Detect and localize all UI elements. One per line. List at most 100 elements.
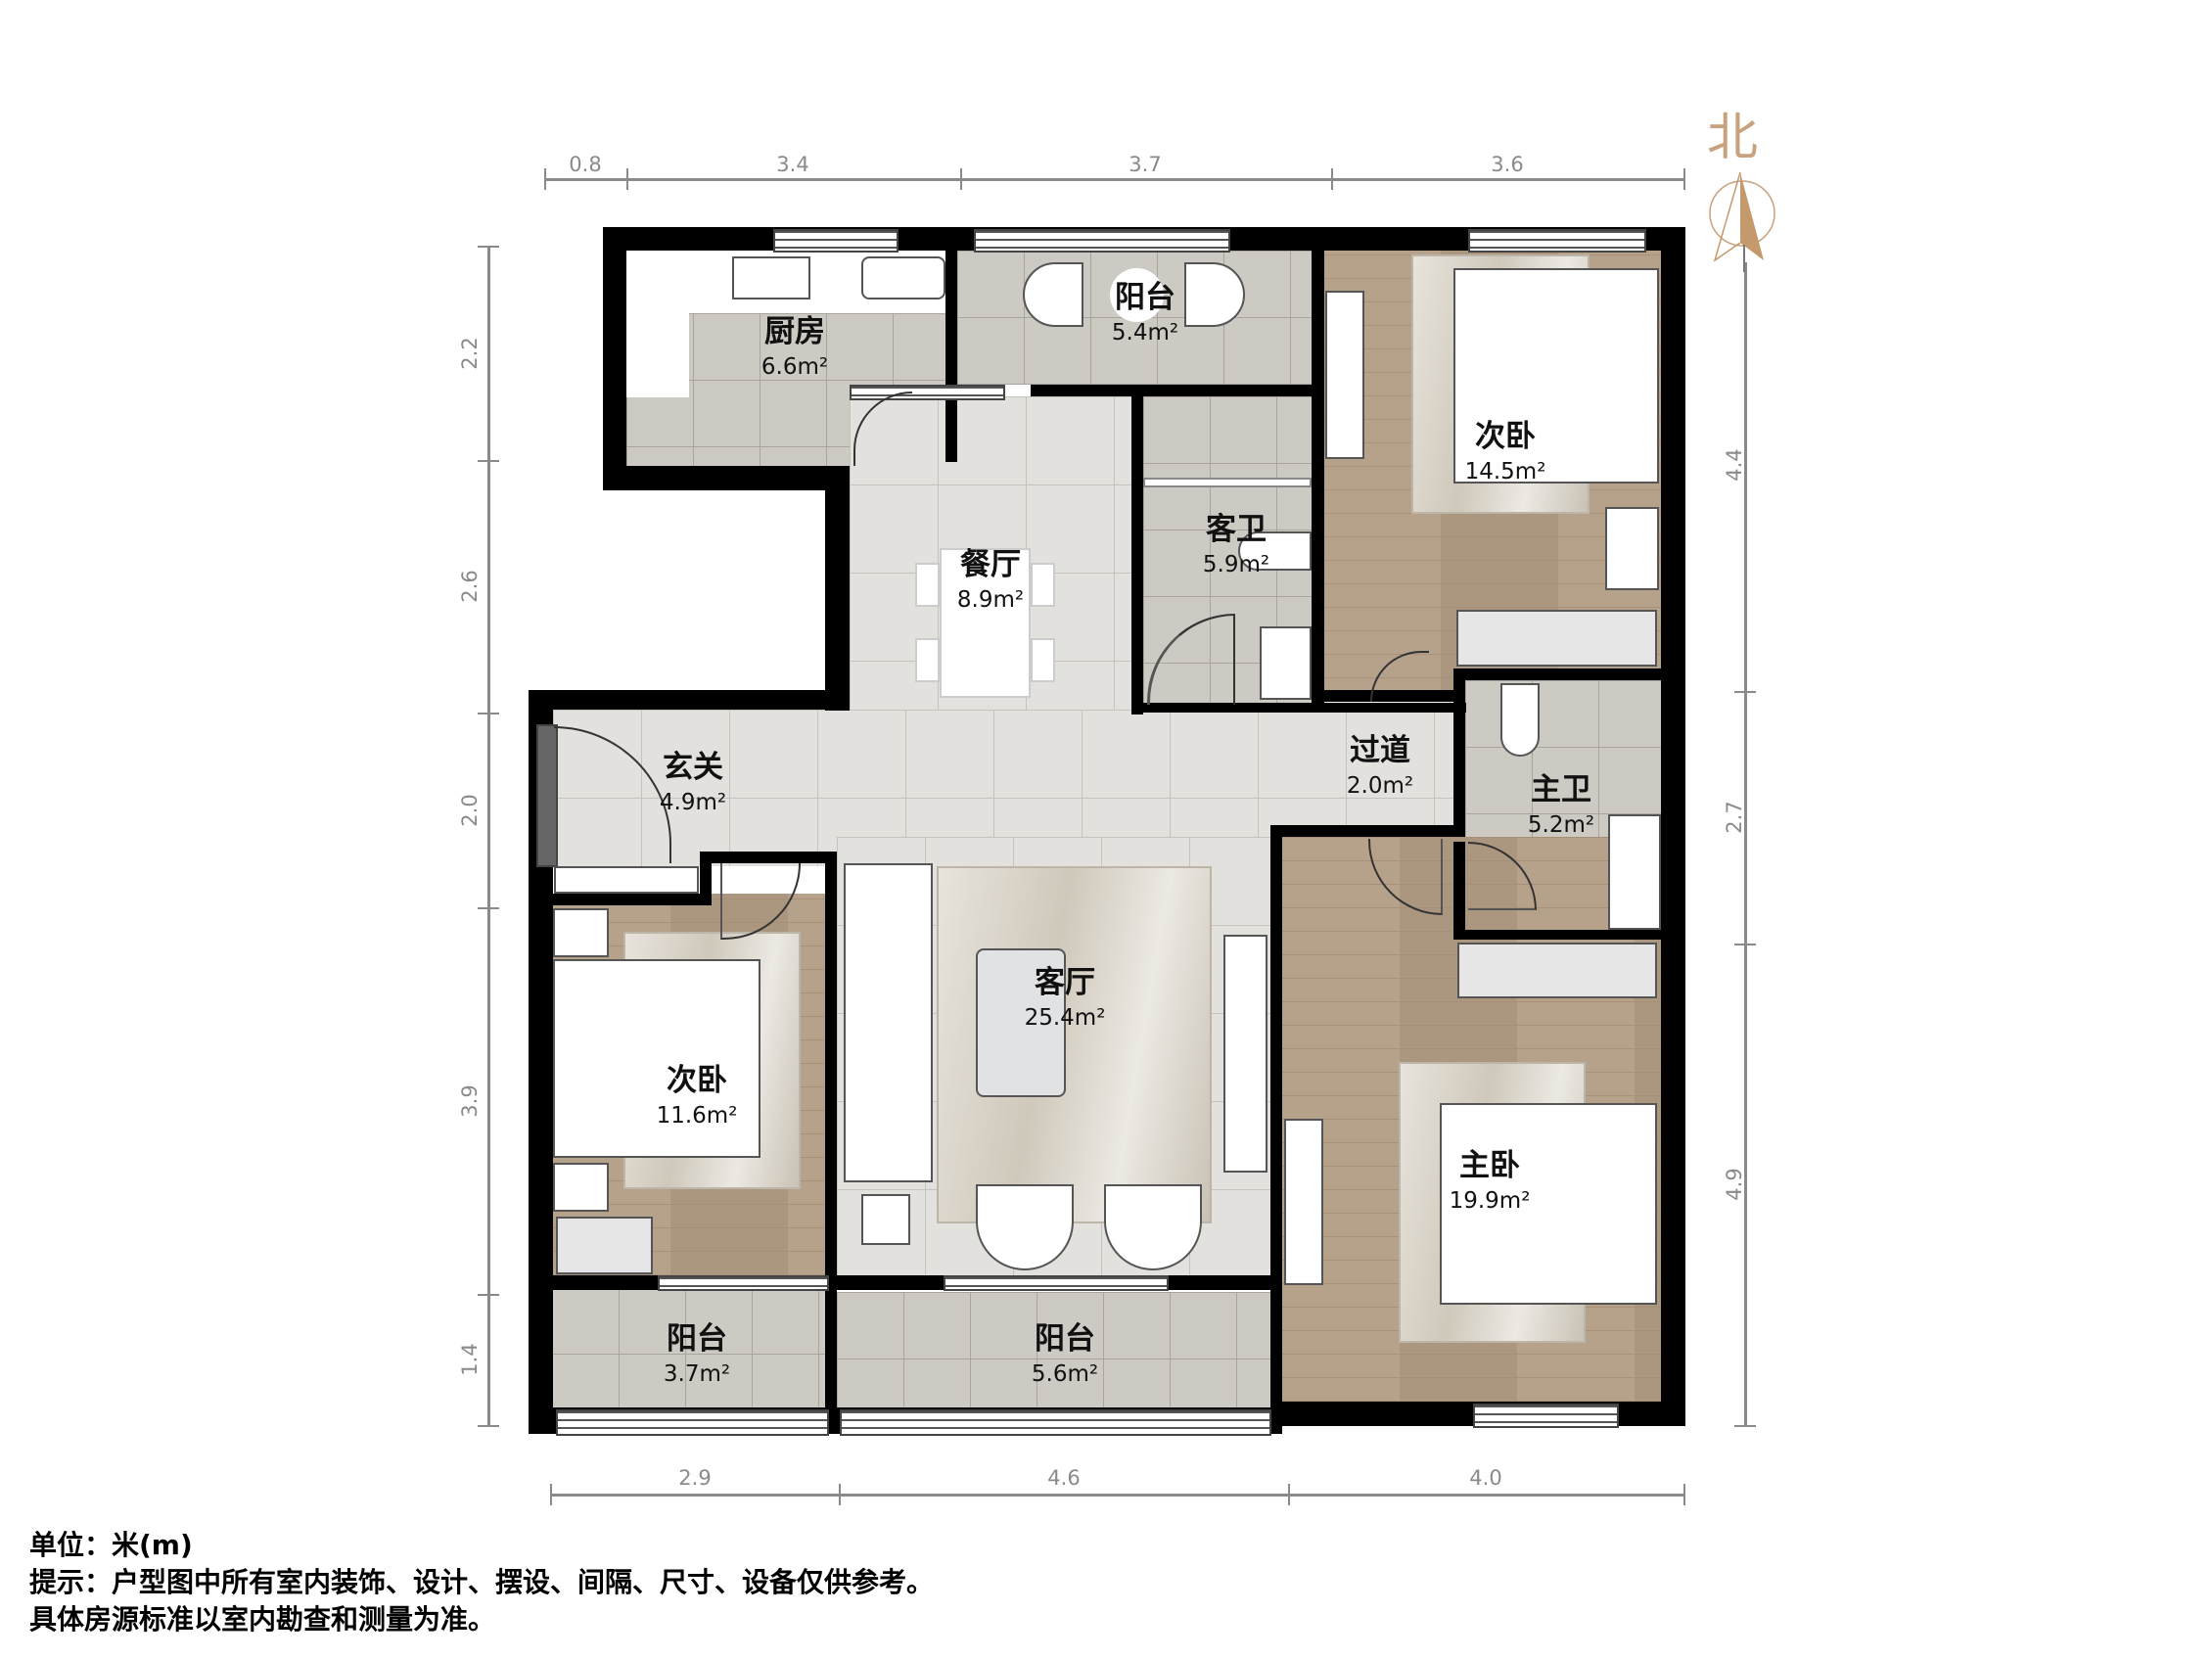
disclaimer-note: 具体房源标准以室内勘查和测量为准。 [29,1603,496,1636]
room-sw-balcony: 阳台 3.7m² [664,1319,730,1390]
room-area: 25.4m² [1024,1005,1106,1031]
dimension-tick [960,168,962,190]
dimension-label: 3.9 [458,1084,482,1118]
notes: 单位：米(m) 提示：户型图中所有室内装饰、设计、摆设、间隔、尺寸、设备仅供参考… [29,1527,934,1638]
dimension-tick [1734,691,1756,693]
wardrobe [1457,943,1657,998]
wall [1031,385,1324,396]
room-guest-bath: 客卫 5.9m² [1203,510,1269,580]
unit-note: 单位：米(m) [29,1529,193,1561]
wall [825,852,837,1434]
sliding-door [658,1275,829,1291]
chair-icon [1184,262,1245,327]
armchair-icon [1104,1184,1202,1270]
room-area: 2.0m² [1346,773,1414,799]
dimension-tick [478,907,499,909]
kitchen-counter-side [626,313,689,397]
window [773,229,899,253]
room-master-bedroom: 主卧 19.9m² [1450,1146,1531,1217]
sliding-door [850,385,1005,400]
dimension-tick [839,1484,841,1505]
sw-balcony-floor [552,1287,825,1407]
tip-note: 提示：户型图中所有室内装饰、设计、摆设、间隔、尺寸、设备仅供参考。 [29,1566,935,1598]
dimension-label: 0.8 [569,153,602,176]
dimension-label: 2.0 [458,794,482,827]
dimension-label: 3.6 [1491,153,1524,176]
dimension-line [1744,262,1747,1427]
washbasin-icon [1608,814,1661,930]
room-living: 客厅 25.4m² [1025,963,1106,1034]
bed-icon [1440,1103,1657,1305]
room-master-bath: 主卫 5.2m² [1528,770,1594,841]
dimension-label: 3.7 [1129,153,1162,176]
north-label: 北 [1707,109,1759,167]
nightstand [553,908,609,957]
wall [1312,251,1324,713]
tv-cabinet [1284,1119,1323,1285]
room-area: 4.9m² [659,790,727,815]
dimension-label: 2.9 [678,1466,712,1490]
dimension-tick [1683,1484,1685,1505]
room-dining: 餐厅 8.9m² [957,545,1024,616]
room-name: 餐厅 [959,547,1021,582]
dimension-label: 3.4 [776,153,809,176]
toilet-icon [1500,683,1540,757]
room-hallway: 过道 2.0m² [1347,731,1413,802]
room-bedroom-ne: 次卧 14.5m² [1465,417,1546,487]
dimension-line [487,247,490,1426]
window [840,1409,1271,1436]
room-entry: 玄关 4.9m² [660,748,726,818]
room-name: 客厅 [1035,965,1095,1000]
wall [603,466,848,490]
nightstand [553,1163,609,1212]
wall [529,1275,1282,1290]
dimension-label: 4.9 [1723,1168,1746,1201]
dimension-tick [1331,168,1333,190]
bed-icon [553,959,760,1158]
dimension-label: 2.7 [1723,801,1746,834]
wall [700,852,712,905]
s-balcony-floor [837,1292,1270,1407]
dimension-label: 2.2 [458,337,482,370]
round-table-icon [1110,268,1164,322]
room-area: 8.9m² [956,587,1025,613]
room-north-balcony: 阳台 5.4m² [1112,278,1178,348]
wardrobe [556,1217,653,1274]
coffee-table [976,948,1066,1097]
armchair-icon [976,1184,1074,1270]
dining-chair [1031,638,1055,682]
dining-chair [915,563,940,607]
dimension-tick [1734,944,1756,945]
dimension-tick [478,460,499,462]
shoe-cabinet [554,866,699,894]
sofa-icon [844,863,933,1182]
wall [945,251,957,462]
dimension-label: 4.6 [1047,1466,1081,1490]
wall [603,227,626,490]
room-name: 过道 [1349,733,1410,768]
room-area: 3.7m² [663,1361,731,1387]
dimension-tick [1288,1484,1290,1505]
wall [1143,703,1466,713]
room-bedroom-sw: 次卧 11.6m² [657,1061,738,1131]
window [1473,1404,1619,1428]
room-name: 阳台 [666,1321,727,1357]
wall [553,894,705,905]
room-area: 5.9m² [1202,552,1270,577]
room-name: 主卫 [1530,772,1591,807]
room-area: 5.6m² [1031,1361,1099,1387]
dimension-tick [1734,1425,1756,1427]
room-name: 阳台 [1034,1321,1095,1357]
compass-icon [1709,171,1775,272]
dimension-tick [544,168,546,190]
wall [1453,842,1465,940]
room-name: 客卫 [1205,512,1267,547]
dimension-tick [626,168,628,190]
wall [1453,668,1661,680]
wall [700,852,837,863]
wall [1453,668,1465,837]
room-area: 5.4m² [1111,320,1179,346]
wall [1131,396,1143,714]
room-s-balcony: 阳台 5.6m² [1032,1319,1098,1390]
toilet-icon [1238,531,1312,571]
